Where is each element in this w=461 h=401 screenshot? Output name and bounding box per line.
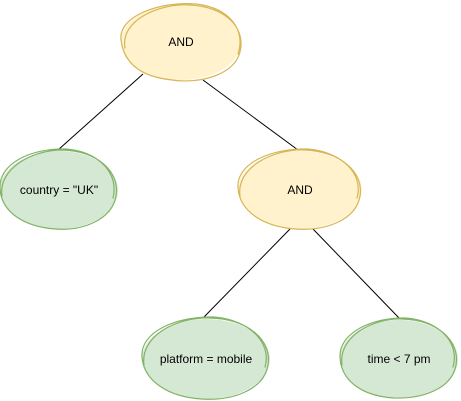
edge-root-country: [57, 73, 144, 151]
node-platform-outline: [141, 316, 269, 400]
edge-root-inner: [202, 79, 299, 151]
node-root-and-label: AND: [168, 35, 194, 49]
node-platform-label: platform = mobile: [160, 352, 253, 366]
edge-inner-time: [312, 228, 401, 320]
node-root-and-fill: [121, 4, 241, 80]
node-root-and: AND: [120, 3, 242, 82]
node-root-and-outline: [120, 3, 242, 82]
node-time-fill: [340, 320, 458, 398]
node-platform: platform = mobile: [141, 316, 270, 400]
edge-inner-platform: [203, 228, 291, 318]
node-time: time < 7 pm: [339, 317, 458, 399]
node-country-fill: [0, 151, 118, 229]
node-inner-and-fill: [238, 151, 362, 229]
node-country-outline: [0, 148, 118, 230]
node-country-label: country = "UK": [20, 183, 98, 197]
edges: [57, 73, 401, 320]
node-inner-and: AND: [237, 148, 362, 230]
node-country: country = "UK": [0, 148, 118, 230]
node-inner-and-label: AND: [287, 183, 313, 197]
node-platform-fill: [142, 319, 270, 399]
node-time-label: time < 7 pm: [367, 352, 430, 366]
node-inner-and-outline: [237, 148, 361, 230]
node-time-outline: [339, 317, 458, 399]
